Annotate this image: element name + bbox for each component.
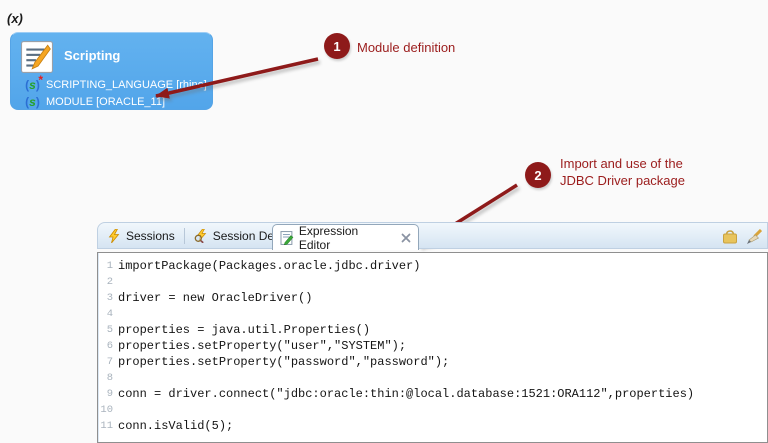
annotation-badge-2: 2 <box>525 162 551 188</box>
code-line[interactable]: 8 <box>98 370 767 386</box>
variable-label: (x) <box>7 11 23 26</box>
scripting-module-box[interactable]: Scripting (s)* SCRIPTING_LANGUAGE [rhino… <box>10 32 213 110</box>
code-line[interactable]: 10 <box>98 402 767 418</box>
line-number: 2 <box>106 276 113 288</box>
script-param-icon: (s)* <box>25 73 43 92</box>
tabbar-toolbar <box>721 223 762 250</box>
module-param-scripting-language[interactable]: (s)* SCRIPTING_LANGUAGE [rhino] <box>24 73 207 93</box>
tab-sessions[interactable]: Sessions <box>98 223 184 248</box>
module-param-module[interactable]: (s) MODULE [ORACLE_11] <box>24 94 207 110</box>
editor-tab-bar: Sessions Session Detail Expression Edito… <box>97 222 768 252</box>
tab-session-detail[interactable]: Session Detail <box>185 223 299 248</box>
line-number: 9 <box>106 388 113 400</box>
tab-divider <box>183 227 185 244</box>
expression-editor-icon <box>280 230 294 245</box>
pen-icon[interactable] <box>746 228 762 245</box>
lightning-icon <box>108 228 120 243</box>
module-param-label: MODULE [ORACLE_11] <box>46 96 166 108</box>
line-number: 10 <box>100 404 113 416</box>
script-document-icon <box>21 41 53 73</box>
code-line[interactable]: 2 <box>98 274 767 290</box>
line-number: 4 <box>106 308 113 320</box>
code-line[interactable]: 4 <box>98 306 767 322</box>
bag-icon[interactable] <box>721 229 739 245</box>
script-param-icon: (s) <box>25 95 40 109</box>
tab-label: Expression Editor <box>298 223 359 252</box>
tab-label: Sessions <box>126 228 175 243</box>
tab-expression-editor[interactable]: Expression Editor <box>272 223 419 252</box>
line-number: 7 <box>106 356 113 368</box>
line-number: 8 <box>106 372 113 384</box>
line-number: 1 <box>106 260 113 272</box>
line-number: 11 <box>100 420 113 432</box>
lightning-magnifier-icon <box>194 228 206 243</box>
module-param-label: SCRIPTING_LANGUAGE [rhino] <box>46 79 207 91</box>
line-number: 5 <box>106 324 113 336</box>
module-title: Scripting <box>64 48 121 63</box>
line-number: 3 <box>106 292 113 304</box>
close-icon[interactable] <box>401 233 411 243</box>
annotation-badge-1: 1 <box>324 33 350 59</box>
annotation-text-2: Import and use of the JDBC Driver packag… <box>560 156 685 188</box>
module-parameters: (s)* SCRIPTING_LANGUAGE [rhino] (s) MODU… <box>24 73 207 111</box>
tab-label: Session Detail <box>212 228 290 243</box>
line-number: 6 <box>106 340 113 352</box>
modified-star-icon: * <box>38 73 43 87</box>
annotation-text-1: Module definition <box>357 40 456 55</box>
